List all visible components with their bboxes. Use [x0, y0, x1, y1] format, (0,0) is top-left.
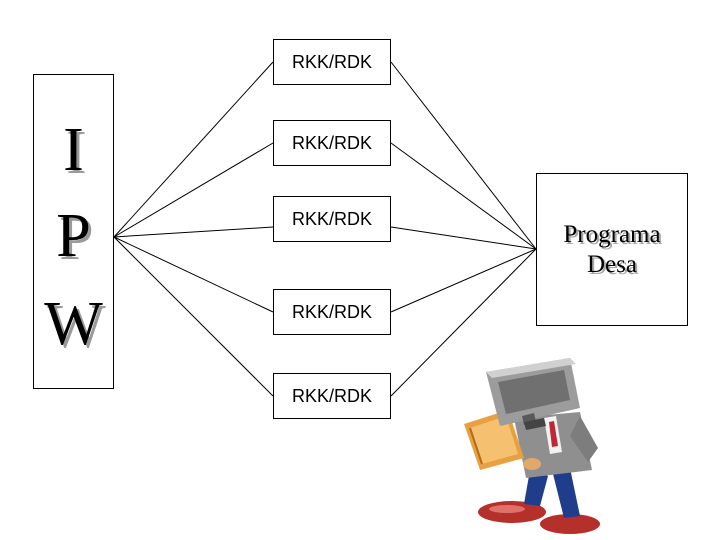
connector-ipw-rkk-3: [113, 236, 274, 313]
connector-rkk-4-desa: [390, 248, 537, 397]
connector-rkk-3-desa: [390, 248, 537, 313]
rkk-rdk-label: RKK/RDK: [291, 51, 372, 72]
rkk-rdk-box: RKK/RDK: [273, 196, 391, 242]
ipw-letter-w: W: [44, 290, 103, 358]
connector-rkk-1-desa: [390, 142, 537, 250]
ipw-letter-p: P: [56, 202, 91, 270]
computer-head-person-reading-icon: [464, 358, 600, 534]
connector-rkk-2-desa: [390, 226, 537, 250]
rkk-rdk-label: RKK/RDK: [291, 301, 372, 322]
programa-desa-line2: Desa: [587, 250, 637, 278]
connector-ipw-rkk-1: [113, 142, 274, 238]
rkk-rdk-box: RKK/RDK: [273, 373, 391, 419]
connector-ipw-rkk-0: [113, 61, 274, 238]
rkk-rdk-box: RKK/RDK: [273, 39, 391, 85]
rkk-rdk-box: RKK/RDK: [273, 289, 391, 335]
rkk-rdk-label: RKK/RDK: [291, 385, 372, 406]
rkk-rdk-box: RKK/RDK: [273, 120, 391, 166]
programa-desa-box: Programa Desa: [536, 173, 688, 326]
rkk-rdk-label: RKK/RDK: [291, 132, 372, 153]
programa-desa-line1: Programa: [563, 220, 661, 248]
rkk-rdk-label: RKK/RDK: [291, 208, 372, 229]
connector-ipw-rkk-2: [113, 226, 274, 238]
ipw-box: I P W: [33, 74, 114, 389]
ipw-letter-i: I: [63, 116, 84, 184]
connector-rkk-0-desa: [390, 61, 537, 250]
connector-ipw-rkk-4: [113, 236, 274, 397]
